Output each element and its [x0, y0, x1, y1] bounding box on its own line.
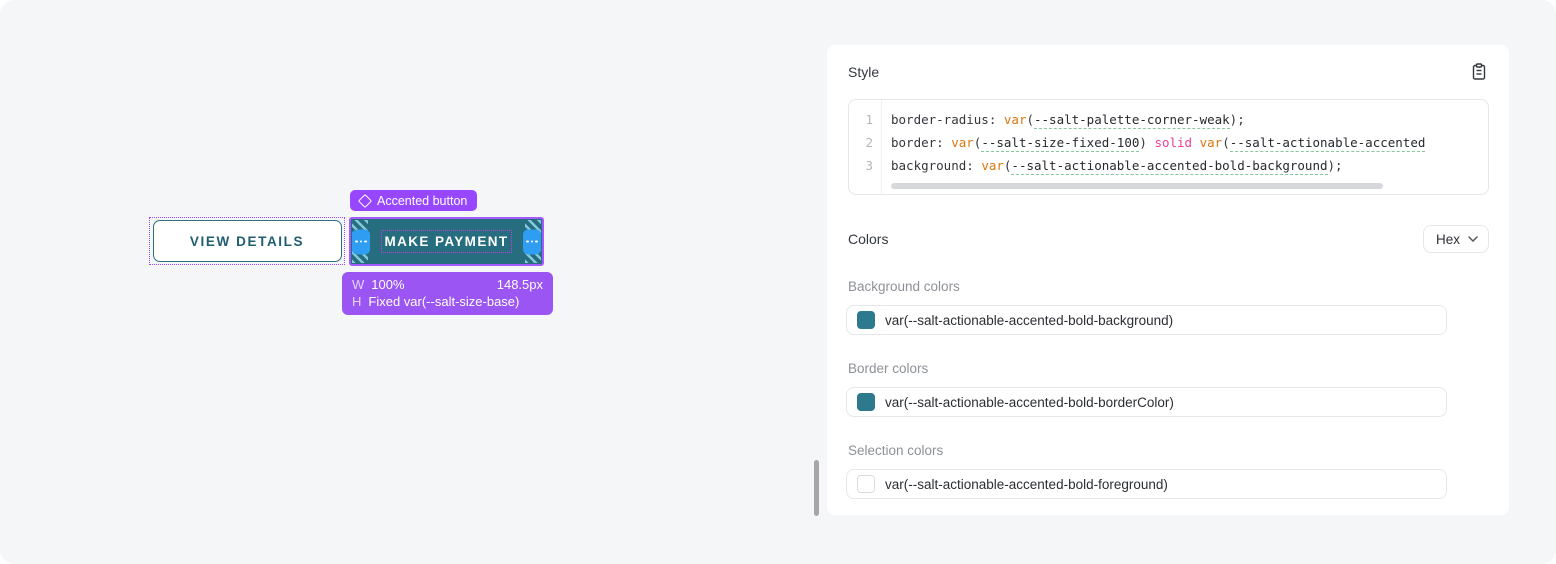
code-segment: );	[1327, 158, 1343, 173]
width-row: W 100% 148.5px	[352, 276, 543, 293]
vertical-scrollbar[interactable]	[814, 460, 819, 516]
code-segment: );	[1229, 112, 1245, 127]
view-details-selection-outline: VIEW DETAILS	[149, 217, 345, 265]
height-label: H	[352, 294, 362, 309]
make-payment-button[interactable]: MAKE PAYMENT	[349, 217, 544, 266]
diamond-icon	[357, 193, 373, 208]
color-section-label: Border colors	[848, 361, 929, 376]
color-token-row[interactable]: var(--salt-actionable-accented-bold-bord…	[846, 387, 1447, 417]
line-number: 2	[865, 135, 873, 150]
code-segment: --salt-palette-corner-weak	[1034, 112, 1230, 129]
code-segment: var	[1199, 135, 1223, 150]
copy-to-clipboard-button[interactable]	[1469, 61, 1489, 83]
code-line[interactable]: background: var(--salt-actionable-accent…	[891, 154, 1488, 177]
code-segment: )	[1139, 135, 1155, 150]
code-line[interactable]: border: var(--salt-size-fixed-100) solid…	[891, 131, 1488, 154]
color-swatch	[857, 393, 875, 411]
code-segment: --salt-actionable-accented-bold-backgrou…	[1011, 158, 1328, 175]
height-row: H Fixed var(--salt-size-base)	[352, 293, 543, 310]
code-segment: border-radius:	[891, 112, 1004, 127]
ellipsis-handle-icon[interactable]	[352, 229, 370, 254]
clipboard-icon	[1472, 63, 1486, 80]
code-segment: --salt-actionable-accented	[1229, 135, 1426, 152]
code-segment: (	[1222, 135, 1230, 150]
color-swatch	[857, 475, 875, 493]
code-segment: (	[1003, 158, 1012, 173]
code-segment	[1192, 135, 1200, 150]
component-badge[interactable]: Accented button	[350, 190, 478, 211]
component-badge-label: Accented button	[377, 193, 468, 208]
width-label: W	[352, 277, 365, 292]
code-lines: border-radius: var(--salt-palette-corner…	[882, 100, 1488, 194]
size-badge: W 100% 148.5px H Fixed var(--salt-size-b…	[342, 272, 553, 315]
colors-heading: Colors	[848, 231, 889, 247]
code-segment: var	[981, 158, 1004, 173]
color-token-text: var(--salt-actionable-accented-bold-back…	[885, 312, 1174, 328]
code-segment: (	[973, 135, 982, 150]
line-number: 1	[865, 112, 873, 127]
width-value: 100%	[371, 277, 405, 292]
code-segment: background:	[891, 158, 982, 173]
horizontal-scrollbar[interactable]	[891, 183, 1383, 189]
color-token-text: var(--salt-actionable-accented-bold-bord…	[885, 394, 1174, 410]
ellipsis-handle-icon[interactable]	[523, 229, 541, 254]
color-token-text: var(--salt-actionable-accented-bold-fore…	[885, 476, 1168, 492]
color-section-label: Selection colors	[848, 443, 944, 458]
view-details-button[interactable]: VIEW DETAILS	[152, 220, 342, 262]
code-segment: var	[1003, 112, 1027, 127]
color-token-row[interactable]: var(--salt-actionable-accented-bold-fore…	[846, 469, 1447, 499]
width-pixels: 148.5px	[496, 277, 543, 292]
code-gutter: 1 2 3	[849, 100, 882, 194]
chevron-down-icon	[1468, 236, 1478, 242]
code-line[interactable]: border-radius: var(--salt-palette-corner…	[891, 108, 1488, 131]
code-segment: (	[1026, 112, 1034, 127]
color-token-row[interactable]: var(--salt-actionable-accented-bold-back…	[846, 305, 1447, 335]
line-number: 3	[865, 158, 873, 173]
color-section-label: Background colors	[848, 279, 960, 294]
color-swatch	[857, 311, 875, 329]
code-segment: var	[951, 135, 974, 150]
style-heading: Style	[848, 64, 880, 80]
make-payment-label: MAKE PAYMENT	[384, 234, 509, 249]
code-segment: border:	[891, 135, 952, 150]
code-segment: --salt-size-fixed-100	[981, 135, 1140, 152]
height-value: Fixed var(--salt-size-base)	[368, 294, 520, 309]
color-unit-dropdown[interactable]: Hex	[1422, 225, 1489, 253]
color-unit-value: Hex	[1435, 231, 1460, 247]
content-selection-outline	[381, 230, 512, 253]
code-segment: solid	[1154, 135, 1193, 150]
color-sections: Background colors var(--salt-actionable-a…	[827, 279, 1509, 499]
